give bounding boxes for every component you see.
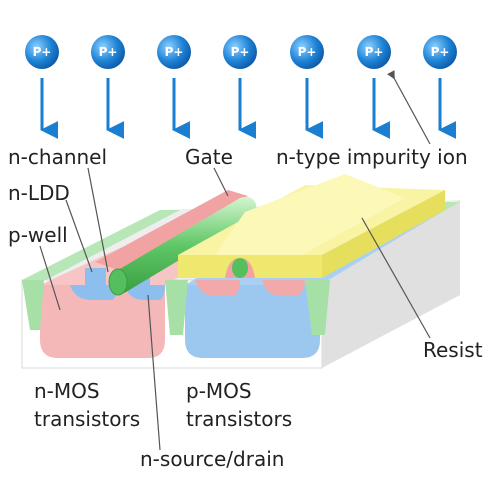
ion-label: P+ (365, 45, 384, 59)
n-channel-label: n-channel (8, 145, 107, 169)
ion-icon: P+ (223, 35, 257, 139)
ion-label: P+ (33, 45, 52, 59)
p-mos-label-line2: transistors (186, 407, 292, 431)
p-well-label: p-well (8, 223, 68, 247)
isolation-regions (22, 280, 330, 335)
leader-lines (39, 70, 431, 451)
n-channel-leader (87, 167, 109, 273)
n-mos-label-line2: transistors (34, 407, 140, 431)
p-source-drain-regions (195, 280, 305, 296)
ion-icon: P+ (157, 35, 191, 139)
gate-label: Gate (185, 145, 233, 169)
ion-label: P+ (165, 45, 184, 59)
n-type-impurity-ion-label: n-type impurity ion (276, 145, 468, 169)
ion-icon: P+ (25, 35, 59, 139)
ion-label: P+ (231, 45, 250, 59)
resist-leader (361, 217, 431, 339)
ion-icon: P+ (357, 35, 391, 139)
ion-leader (387, 70, 431, 145)
n-ldd-leader (65, 199, 93, 273)
n-ldd-label: n-LDD (8, 181, 70, 205)
ion-icon: P+ (290, 35, 324, 139)
ion-label: P+ (99, 45, 118, 59)
n-mos-label-line1: n-MOS (34, 379, 100, 403)
ion-label: P+ (298, 45, 317, 59)
ion-icon: P+ (423, 35, 457, 139)
ion-icon: P+ (91, 35, 125, 139)
gate-leader (213, 167, 229, 197)
ion-row: P+ P+ P+ P+ P+ P+ P+ (25, 35, 457, 139)
gate-structure (95, 190, 257, 296)
resist-block (178, 174, 445, 278)
p-mos-label-line1: p-MOS (186, 379, 252, 403)
n-source-drain-leader (147, 294, 161, 451)
n-source-drain-label: n-source/drain (140, 447, 284, 471)
ion-label: P+ (431, 45, 450, 59)
resist-label: Resist (423, 338, 483, 362)
p-well-leader (39, 245, 61, 311)
